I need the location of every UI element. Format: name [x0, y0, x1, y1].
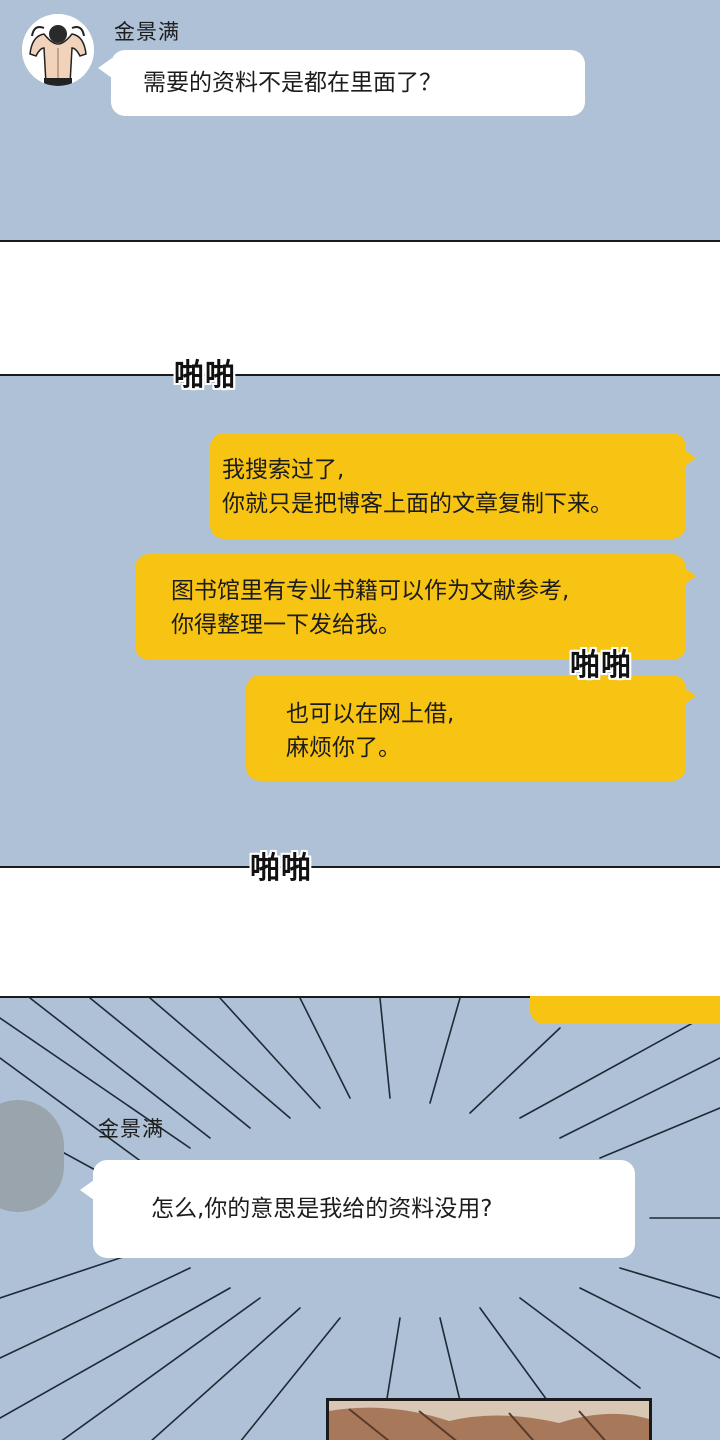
message-bubble-outgoing: 我搜索过了, 你就只是把博客上面的文章复制下来。: [210, 433, 686, 539]
chat-panel-2: 我搜索过了, 你就只是把博客上面的文章复制下来。 图书馆里有专业书籍可以作为文献…: [0, 374, 720, 868]
message-line: 麻烦你了。: [286, 735, 401, 761]
message-bubble-outgoing: 图书馆里有专业书籍可以作为文献参考, 你得整理一下发给我。: [135, 554, 686, 660]
bubble-tail: [98, 58, 112, 78]
message-line: 你就只是把博客上面的文章复制下来。: [222, 491, 613, 517]
chat-panel-1: 金景满 需要的资料不是都在里面了？: [0, 0, 720, 242]
typing-sound-effect: 啪啪: [570, 648, 632, 683]
message-bubble-incoming: 需要的资料不是都在里面了？: [111, 50, 585, 116]
message-line: 图书馆里有专业书籍可以作为文献参考,: [171, 578, 570, 604]
message-text: 怎么,你的意思是我给的资料没用?: [151, 1196, 493, 1222]
previous-bubble-fragment: [530, 996, 720, 1024]
message-text: 需要的资料不是都在里面了？: [143, 70, 442, 96]
speed-lines-background: [0, 998, 720, 1440]
message-line: 你得整理一下发给我。: [171, 612, 401, 638]
message-text: 图书馆里有专业书籍可以作为文献参考, 你得整理一下发给我。: [171, 574, 569, 642]
bubble-tail: [80, 1180, 94, 1200]
message-bubble-outgoing: 也可以在网上借, 麻烦你了。: [246, 675, 686, 781]
hair-illustration-icon: [329, 1401, 649, 1440]
message-text: 我搜索过了, 你就只是把博客上面的文章复制下来。: [222, 453, 613, 521]
sender-avatar[interactable]: [22, 14, 94, 86]
faded-avatar: [0, 1100, 64, 1212]
muscular-man-avatar-icon: [22, 14, 94, 86]
message-line: 我搜索过了,: [222, 457, 345, 483]
character-art-panel: [326, 1398, 652, 1440]
sender-name: 金景满: [114, 20, 180, 44]
typing-sound-effect: 啪啪: [250, 851, 312, 886]
message-bubble-incoming: 怎么,你的意思是我给的资料没用?: [93, 1160, 635, 1258]
message-text: 也可以在网上借, 麻烦你了。: [286, 697, 454, 765]
message-line: 也可以在网上借,: [286, 701, 455, 727]
sender-name: 金景满: [98, 1117, 164, 1141]
typing-sound-effect: 啪啪: [174, 358, 236, 393]
